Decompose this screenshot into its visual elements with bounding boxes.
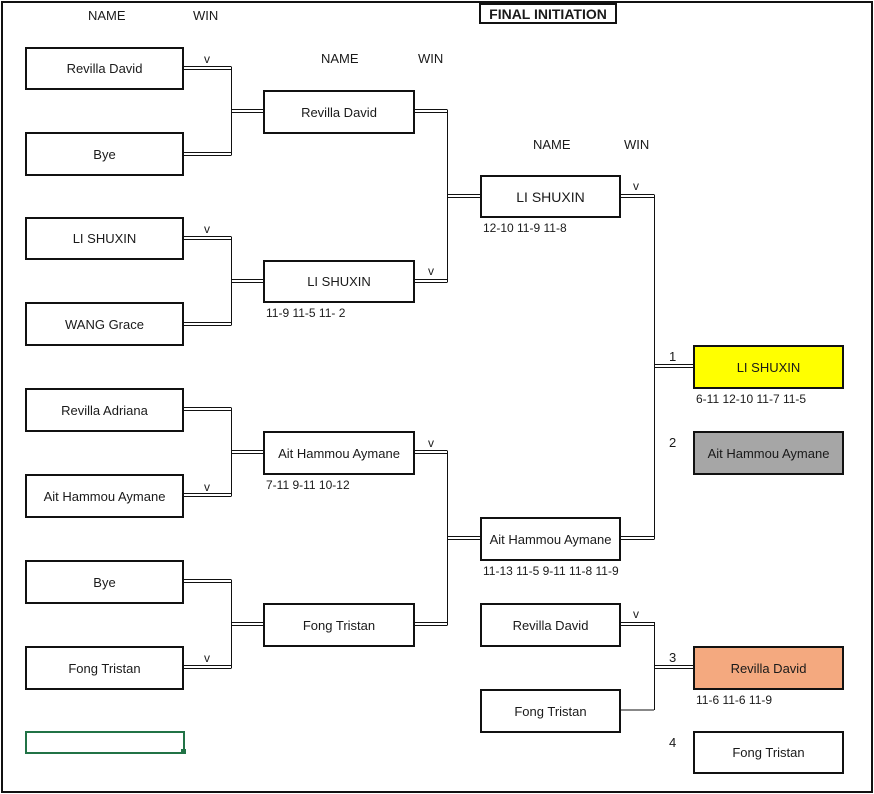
- rank-3-label: 3: [669, 650, 677, 665]
- r1-player-4[interactable]: WANG Grace: [25, 302, 184, 346]
- r2-player-1[interactable]: Revilla David: [263, 90, 415, 134]
- r1-player-8[interactable]: Fong Tristan: [25, 646, 184, 690]
- sf-score-2: 11-13 11-5 9-11 11-8 11-9: [483, 564, 619, 578]
- third-place-win-mark: v: [633, 607, 639, 621]
- r1-player-2[interactable]: Bye: [25, 132, 184, 176]
- header-name-sf: NAME: [533, 137, 571, 152]
- header-name-r1: NAME: [88, 8, 126, 23]
- r2-player-4[interactable]: Fong Tristan: [263, 603, 415, 647]
- standing-3-third[interactable]: Revilla David: [693, 646, 844, 690]
- r1-player-5[interactable]: Revilla Adriana: [25, 388, 184, 432]
- r1-win-mark-1: v: [204, 52, 210, 66]
- r2-score-2: 11-9 11-5 11- 2: [266, 306, 346, 320]
- rank-2-label: 2: [669, 435, 677, 450]
- sf-score-1: 12-10 11-9 11-8: [483, 221, 567, 235]
- r1-player-7[interactable]: Bye: [25, 560, 184, 604]
- standing-3-score: 11-6 11-6 11-9: [696, 693, 773, 707]
- r2-player-3[interactable]: Ait Hammou Aymane: [263, 431, 415, 475]
- third-place-player-2[interactable]: Fong Tristan: [480, 689, 621, 733]
- sf-player-2[interactable]: Ait Hammou Aymane: [480, 517, 621, 561]
- header-win-sf: WIN: [624, 137, 650, 152]
- standing-4-fourth[interactable]: Fong Tristan: [693, 731, 844, 774]
- r2-score-3: 7-11 9-11 10-12: [266, 478, 350, 492]
- r1-player-1[interactable]: Revilla David: [25, 47, 184, 90]
- rank-1-label: 1: [669, 349, 677, 364]
- r1-win-mark-6: v: [204, 480, 210, 494]
- r2-win-mark-3: v: [428, 436, 434, 450]
- fill-handle[interactable]: [181, 749, 186, 754]
- selected-cell[interactable]: [25, 731, 185, 754]
- sf-win-mark-1: v: [633, 179, 639, 193]
- r1-win-mark-3: v: [204, 222, 210, 236]
- third-place-player-1[interactable]: Revilla David: [480, 603, 621, 647]
- r2-win-mark-2: v: [428, 264, 434, 278]
- standing-1-champion[interactable]: LI SHUXIN: [693, 345, 844, 389]
- standing-2-runner-up[interactable]: Ait Hammou Aymane: [693, 431, 844, 475]
- r1-player-6[interactable]: Ait Hammou Aymane: [25, 474, 184, 518]
- sf-player-1[interactable]: LI SHUXIN: [480, 175, 621, 218]
- header-win-r1: WIN: [193, 8, 219, 23]
- r2-player-2[interactable]: LI SHUXIN: [263, 260, 415, 303]
- header-name-r2: NAME: [321, 51, 359, 66]
- r1-win-mark-8: v: [204, 651, 210, 665]
- standing-1-score: 6-11 12-10 11-7 11-5: [696, 392, 807, 406]
- rank-4-label: 4: [669, 735, 677, 750]
- bracket-title[interactable]: FINAL INITIATION: [479, 3, 617, 24]
- r1-player-3[interactable]: LI SHUXIN: [25, 217, 184, 260]
- header-win-r2: WIN: [418, 51, 444, 66]
